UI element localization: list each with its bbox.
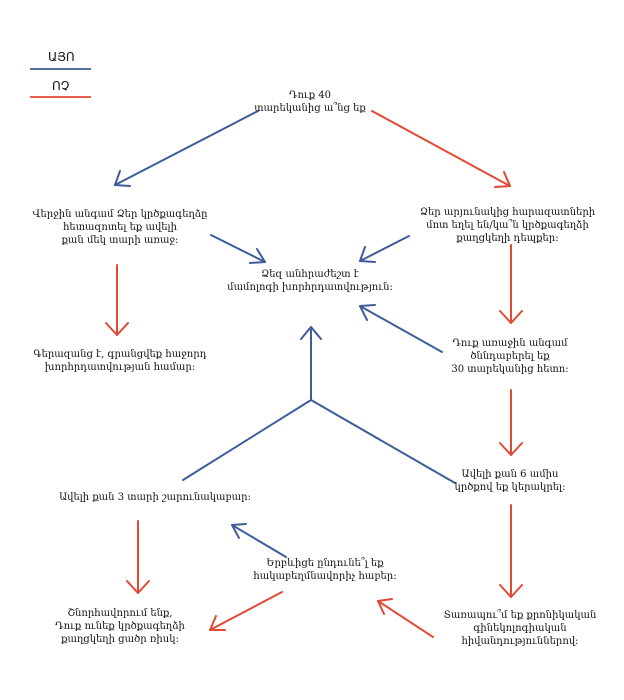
arrowhead-age-to-last-exam — [114, 170, 131, 187]
result-excellent-register: Գերազանց է, գրանցվեք հաջորդ խորհրդատվութ… — [33, 349, 207, 373]
arrowhead-last-exam-to-need — [249, 248, 266, 264]
arrow-age-to-last-exam — [114, 110, 259, 186]
arrowhead-chronic-to-contraceptives — [377, 598, 393, 615]
arrow-first-birth-to-need — [359, 305, 443, 353]
result-low-risk: Շնորհավորում ենք, Դուք ունեք կրծքագեղձի … — [55, 608, 185, 645]
question-age-over-40: Դուք 40 տարեկանից ա՞նց եք — [254, 90, 366, 114]
question-contraceptives: Երբևիցե ընդունե՞լ եք հակաբեղմնավորիչ հաբ… — [253, 558, 397, 582]
arrow-last-exam-to-need — [210, 234, 266, 263]
arrowhead-3years-to-low — [126, 580, 150, 594]
arrowhead-relatives-to-need — [359, 246, 376, 263]
arrowhead-contraceptives-to-low — [209, 615, 226, 631]
legend-yes-label: ԱՅՈ — [48, 50, 75, 64]
question-chronic-gynecological: Տառապու՞մ եք քրոնիկական գինեկոլոգիական հ… — [443, 610, 597, 647]
question-last-exam: Վերջին անգամ Ձեր կրծքագեղձը հետազոտել եք… — [32, 209, 208, 246]
question-over-3-years: Ավելի քան 3 տարի շարունակաբար: — [59, 492, 251, 503]
arrow-contraceptives-to-low — [209, 591, 283, 631]
arrow-contraceptives-to-3years — [231, 524, 287, 558]
arrow-relatives-to-need — [359, 235, 410, 262]
arrow-chronic-to-contraceptives — [377, 600, 434, 638]
arrowhead-age-to-relatives — [494, 171, 511, 188]
arrowhead-last-exam-to-great — [105, 322, 129, 336]
question-relatives-cancer: Ձեր արյունակից հարազատների մոտ եղել են/կ… — [419, 207, 596, 244]
arrowhead-relatives-to-first-birth — [499, 310, 523, 324]
arrowhead-first-birth-to-feeding — [499, 442, 523, 456]
arrowhead-merge-to-need — [300, 326, 322, 340]
question-first-birth-after-30: Դուք առաջին անգամ ծննդաբերել եք 30 տարեկ… — [451, 338, 569, 375]
result-mammologist-consultation: Ձեզ անհրաժեշտ է մամոլոգի խորհրդատվությու… — [227, 269, 393, 293]
arrowhead-feeding-to-chronic — [499, 584, 523, 598]
line-3years-to-merge — [182, 399, 312, 481]
arrowhead-contraceptives-to-3years — [231, 523, 247, 539]
legend-no-label: ՈՉ — [52, 79, 70, 93]
arrowhead-first-birth-to-need — [359, 304, 376, 321]
question-breastfeeding: Ավելի քան 6 ամիս կրծքով եք կերակրել: — [454, 469, 566, 493]
line-feeding-to-merge — [310, 399, 456, 484]
arrow-age-to-relatives — [371, 110, 511, 187]
